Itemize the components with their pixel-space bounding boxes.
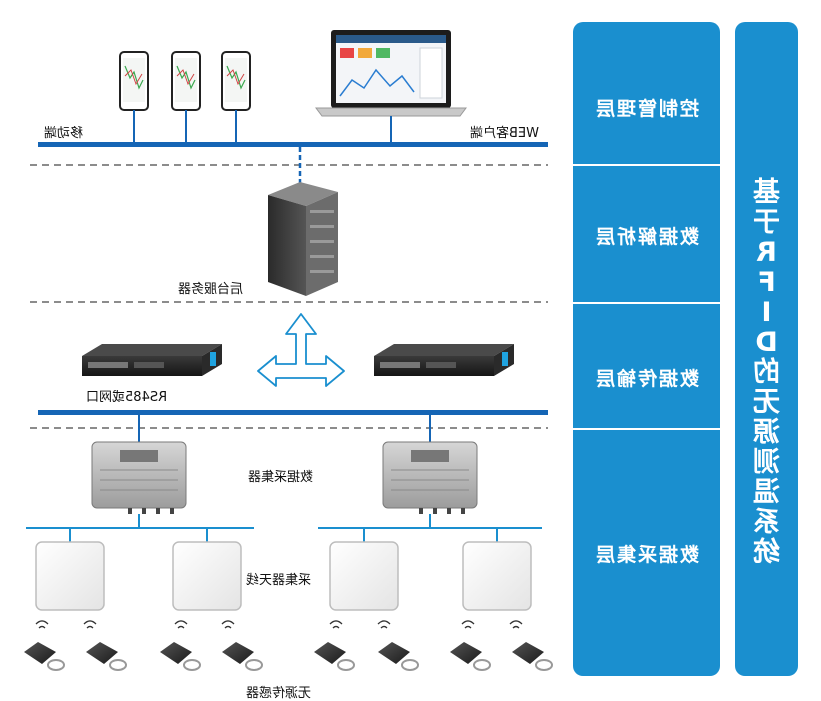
- middle-bus-line: [38, 410, 548, 415]
- label-web-client: WEB客户端: [470, 126, 539, 141]
- sensor-icon-1: [24, 620, 65, 671]
- antenna-icon-2: [172, 541, 242, 611]
- antenna-bus-lines: [26, 514, 542, 542]
- label-server: 后台服务器: [178, 282, 244, 297]
- sensor-icon-5: [314, 620, 355, 671]
- data-collector-icon-2: [382, 441, 478, 514]
- data-collector-icon-1: [91, 441, 187, 514]
- network-device-icon-1: [82, 344, 222, 376]
- label-rs485: RS485或网口: [86, 390, 168, 405]
- top-bus-line: [38, 142, 548, 147]
- reader-connectors: [138, 415, 431, 442]
- label-mobile: 移动端: [44, 126, 84, 141]
- antenna-icon-3: [329, 541, 399, 611]
- bidirectional-arrow-icon: [257, 313, 345, 387]
- antenna-icon-4: [462, 541, 532, 611]
- sensor-icon-3: [160, 620, 201, 671]
- layer-label-parsing: 数据解析层: [593, 226, 699, 248]
- sensor-icon-8: [509, 620, 553, 671]
- network-device-icon-2: [374, 344, 514, 376]
- label-antenna: 采集器天线: [246, 573, 312, 588]
- layer-divider-1: [573, 164, 720, 166]
- phone-connectors: [133, 110, 237, 144]
- mobile-phone-icon-3: [221, 51, 251, 111]
- server-rack-icon: [268, 182, 338, 296]
- layer-label-collection: 数据采集层: [593, 544, 699, 566]
- label-sensor: 无源传感器: [246, 686, 312, 701]
- mobile-phone-icon-1: [119, 51, 149, 111]
- layers-panel: 控制管理层 数据解析层 数据传输层 数据采集层: [573, 22, 720, 676]
- layer-label-control: 控制管理层: [593, 98, 699, 120]
- sensor-icon-7: [450, 620, 491, 671]
- system-title: 基 于 R F I D 的 无 源 测 温 系 统: [753, 177, 780, 568]
- sensor-icon-4: [221, 620, 263, 671]
- antenna-icon-1: [35, 541, 105, 611]
- layer-divider-3: [573, 428, 720, 430]
- dashed-separators: [30, 164, 548, 429]
- laptop-icon: [315, 30, 467, 117]
- layer-divider-2: [573, 302, 720, 304]
- sensor-icon-6: [377, 620, 419, 671]
- label-collector: 数据采集器: [248, 470, 314, 485]
- system-title-panel: 基 于 R F I D 的 无 源 测 温 系 统: [735, 22, 798, 676]
- layer-label-transmission: 数据传输层: [593, 368, 699, 390]
- mobile-phone-icon-2: [171, 51, 201, 111]
- sensor-icon-2: [83, 620, 127, 671]
